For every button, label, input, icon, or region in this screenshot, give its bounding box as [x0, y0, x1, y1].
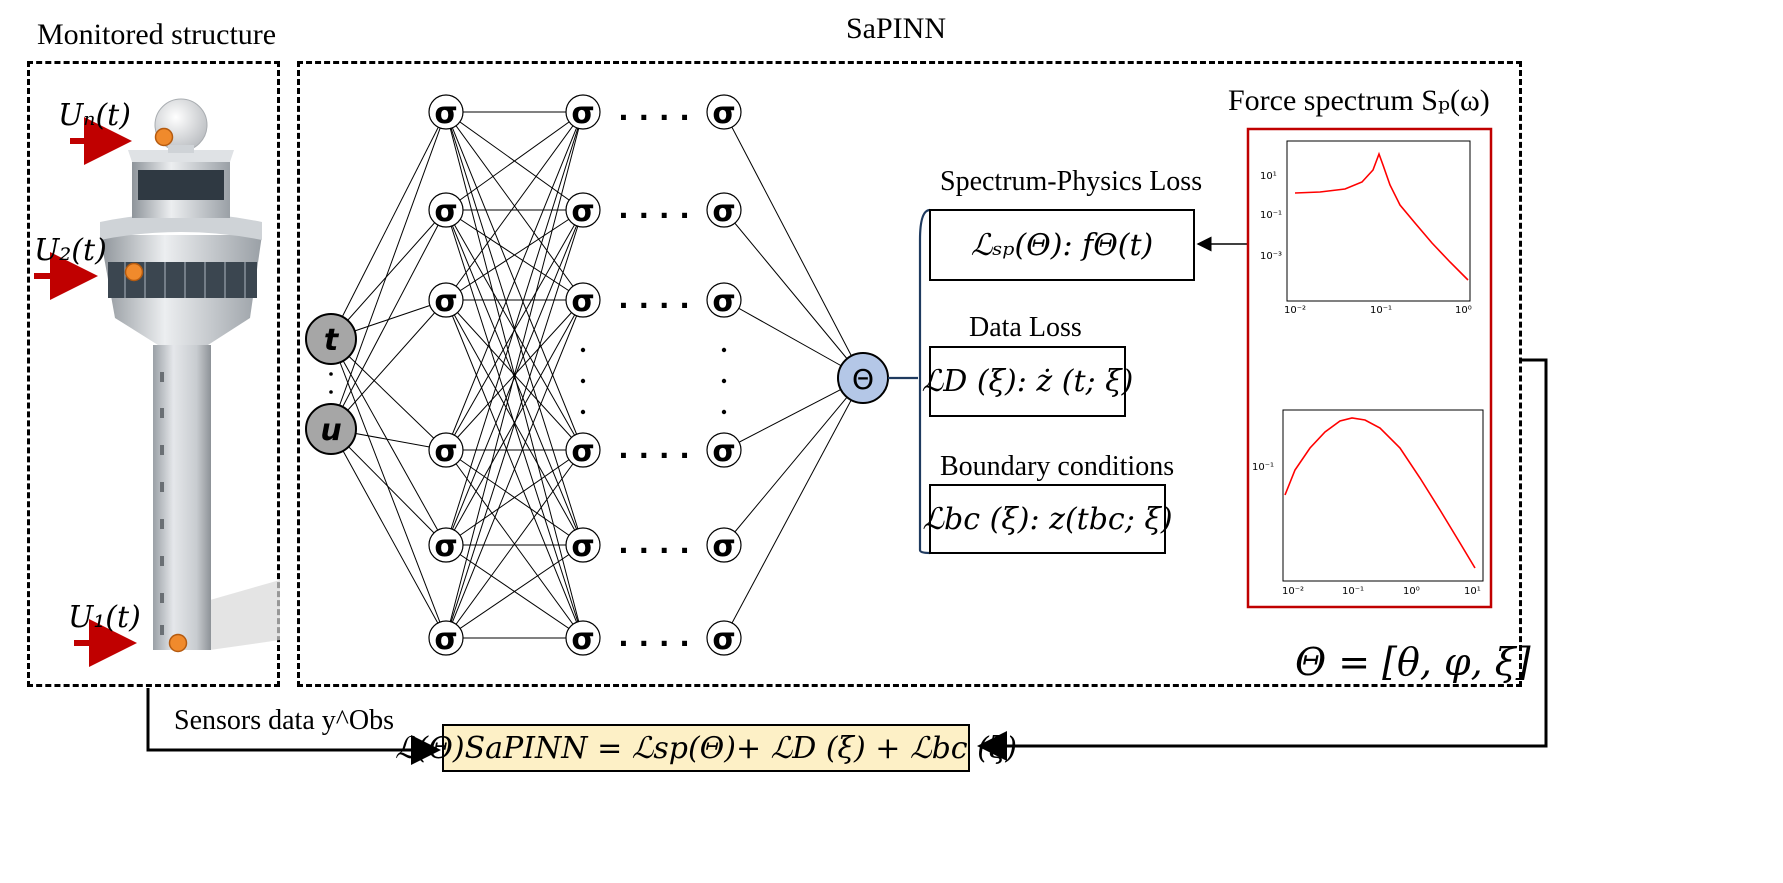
sigma-label: σ — [434, 434, 457, 469]
monitored-structure-title: Monitored structure — [37, 18, 277, 51]
monitored-structure-box — [27, 61, 280, 687]
hidden-layer-2 — [565, 94, 601, 656]
sigma-label: σ — [712, 622, 735, 657]
sapinn-title: SaPINN — [846, 12, 947, 45]
sigma-label: σ — [571, 622, 594, 657]
network-connections — [330, 111, 864, 639]
sigma-label: σ — [712, 96, 735, 131]
sigma-label: σ — [434, 284, 457, 319]
layer-ellipsis: . . . . — [618, 527, 690, 560]
sigma-label: σ — [571, 194, 594, 229]
boundary-loss-box: ℒbc (ξ): z(tbc; ξ) — [922, 484, 1173, 554]
y-tick: 10⁻³ — [1260, 251, 1282, 262]
x-tick: 10⁻¹ — [1370, 305, 1392, 316]
hidden-layer-last — [706, 94, 742, 656]
x-tick: 10⁻² — [1282, 586, 1304, 597]
input-label-un: Uₙ(t) — [58, 98, 131, 133]
sigma-label: σ — [434, 622, 457, 657]
sigma-label: σ — [434, 529, 457, 564]
layer-ellipsis: . . . . — [618, 94, 690, 127]
force-spectrum-title: Force spectrum Sₚ(ω) — [1228, 84, 1490, 117]
hidden-layer-1 — [428, 94, 464, 656]
sigma-label: σ — [571, 529, 594, 564]
loss-bracket — [888, 208, 931, 555]
sensors-data-label: Sensors data y^Obs — [174, 705, 395, 736]
spectrum-loss-title: Spectrum-Physics Loss — [940, 166, 1203, 197]
y-tick: 10⁻¹ — [1252, 462, 1274, 473]
boundary-conditions-title: Boundary conditions — [940, 451, 1175, 482]
x-tick: 10¹ — [1464, 586, 1481, 597]
feedback-arrow — [977, 358, 1548, 761]
input-node-u — [305, 403, 357, 455]
input-node-t — [305, 313, 357, 365]
sigma-label: σ — [571, 434, 594, 469]
spectrum-plot-bottom: 10⁻¹ 10⁻² 10⁻¹ 10⁰ 10¹ — [1252, 409, 1484, 597]
sigma-label: σ — [571, 96, 594, 131]
data-loss-box: ℒD (ξ): ż (t; ξ) — [922, 346, 1133, 417]
input-label-u1: U₁(t) — [68, 600, 141, 635]
layer-ellipsis: . . . . — [618, 620, 690, 653]
sigma-label: σ — [571, 284, 594, 319]
sigma-label: σ — [712, 434, 735, 469]
spectrum-plot-top: 10¹ 10⁻¹ 10⁻³ 10⁻² 10⁻¹ 10⁰ — [1260, 140, 1472, 316]
x-tick: 10⁻¹ — [1342, 586, 1364, 597]
layer-ellipsis: . . . . — [618, 192, 690, 225]
sigma-label: σ — [712, 529, 735, 564]
wind-load-arrows — [34, 117, 137, 667]
input-t-label: t — [324, 323, 340, 358]
sapinn-box — [297, 61, 1522, 687]
parameters-label: Θ = [θ, φ, ξ] — [1295, 640, 1531, 684]
layer-ellipsis: . . . . — [618, 432, 690, 465]
x-tick: 10⁰ — [1455, 305, 1472, 316]
sigma-label: σ — [712, 194, 735, 229]
x-tick: 10⁰ — [1403, 586, 1420, 597]
sigma-label: σ — [434, 194, 457, 229]
spectrum-loss-box: ℒₛₚ(Θ): fΘ(t) — [929, 209, 1195, 281]
x-tick: 10⁻² — [1284, 305, 1306, 316]
output-theta-label: Θ — [852, 363, 874, 396]
data-loss-title: Data Loss — [969, 312, 1082, 343]
y-tick: 10⁻¹ — [1260, 210, 1282, 221]
layer-ellipsis: . . . . — [618, 282, 690, 315]
input-u-label: u — [320, 413, 341, 448]
input-label-u2: U₂(t) — [34, 233, 107, 268]
sensors-arrow — [146, 688, 441, 765]
total-loss-box: ℒ(Θ)SaPINN = ℒsp(Θ)+ ℒD (ξ) + ℒbc (ξ) — [395, 724, 1017, 772]
control-tower-illustration — [100, 98, 280, 653]
y-tick: 10¹ — [1260, 171, 1277, 182]
sigma-label: σ — [712, 284, 735, 319]
sigma-label: σ — [434, 96, 457, 131]
